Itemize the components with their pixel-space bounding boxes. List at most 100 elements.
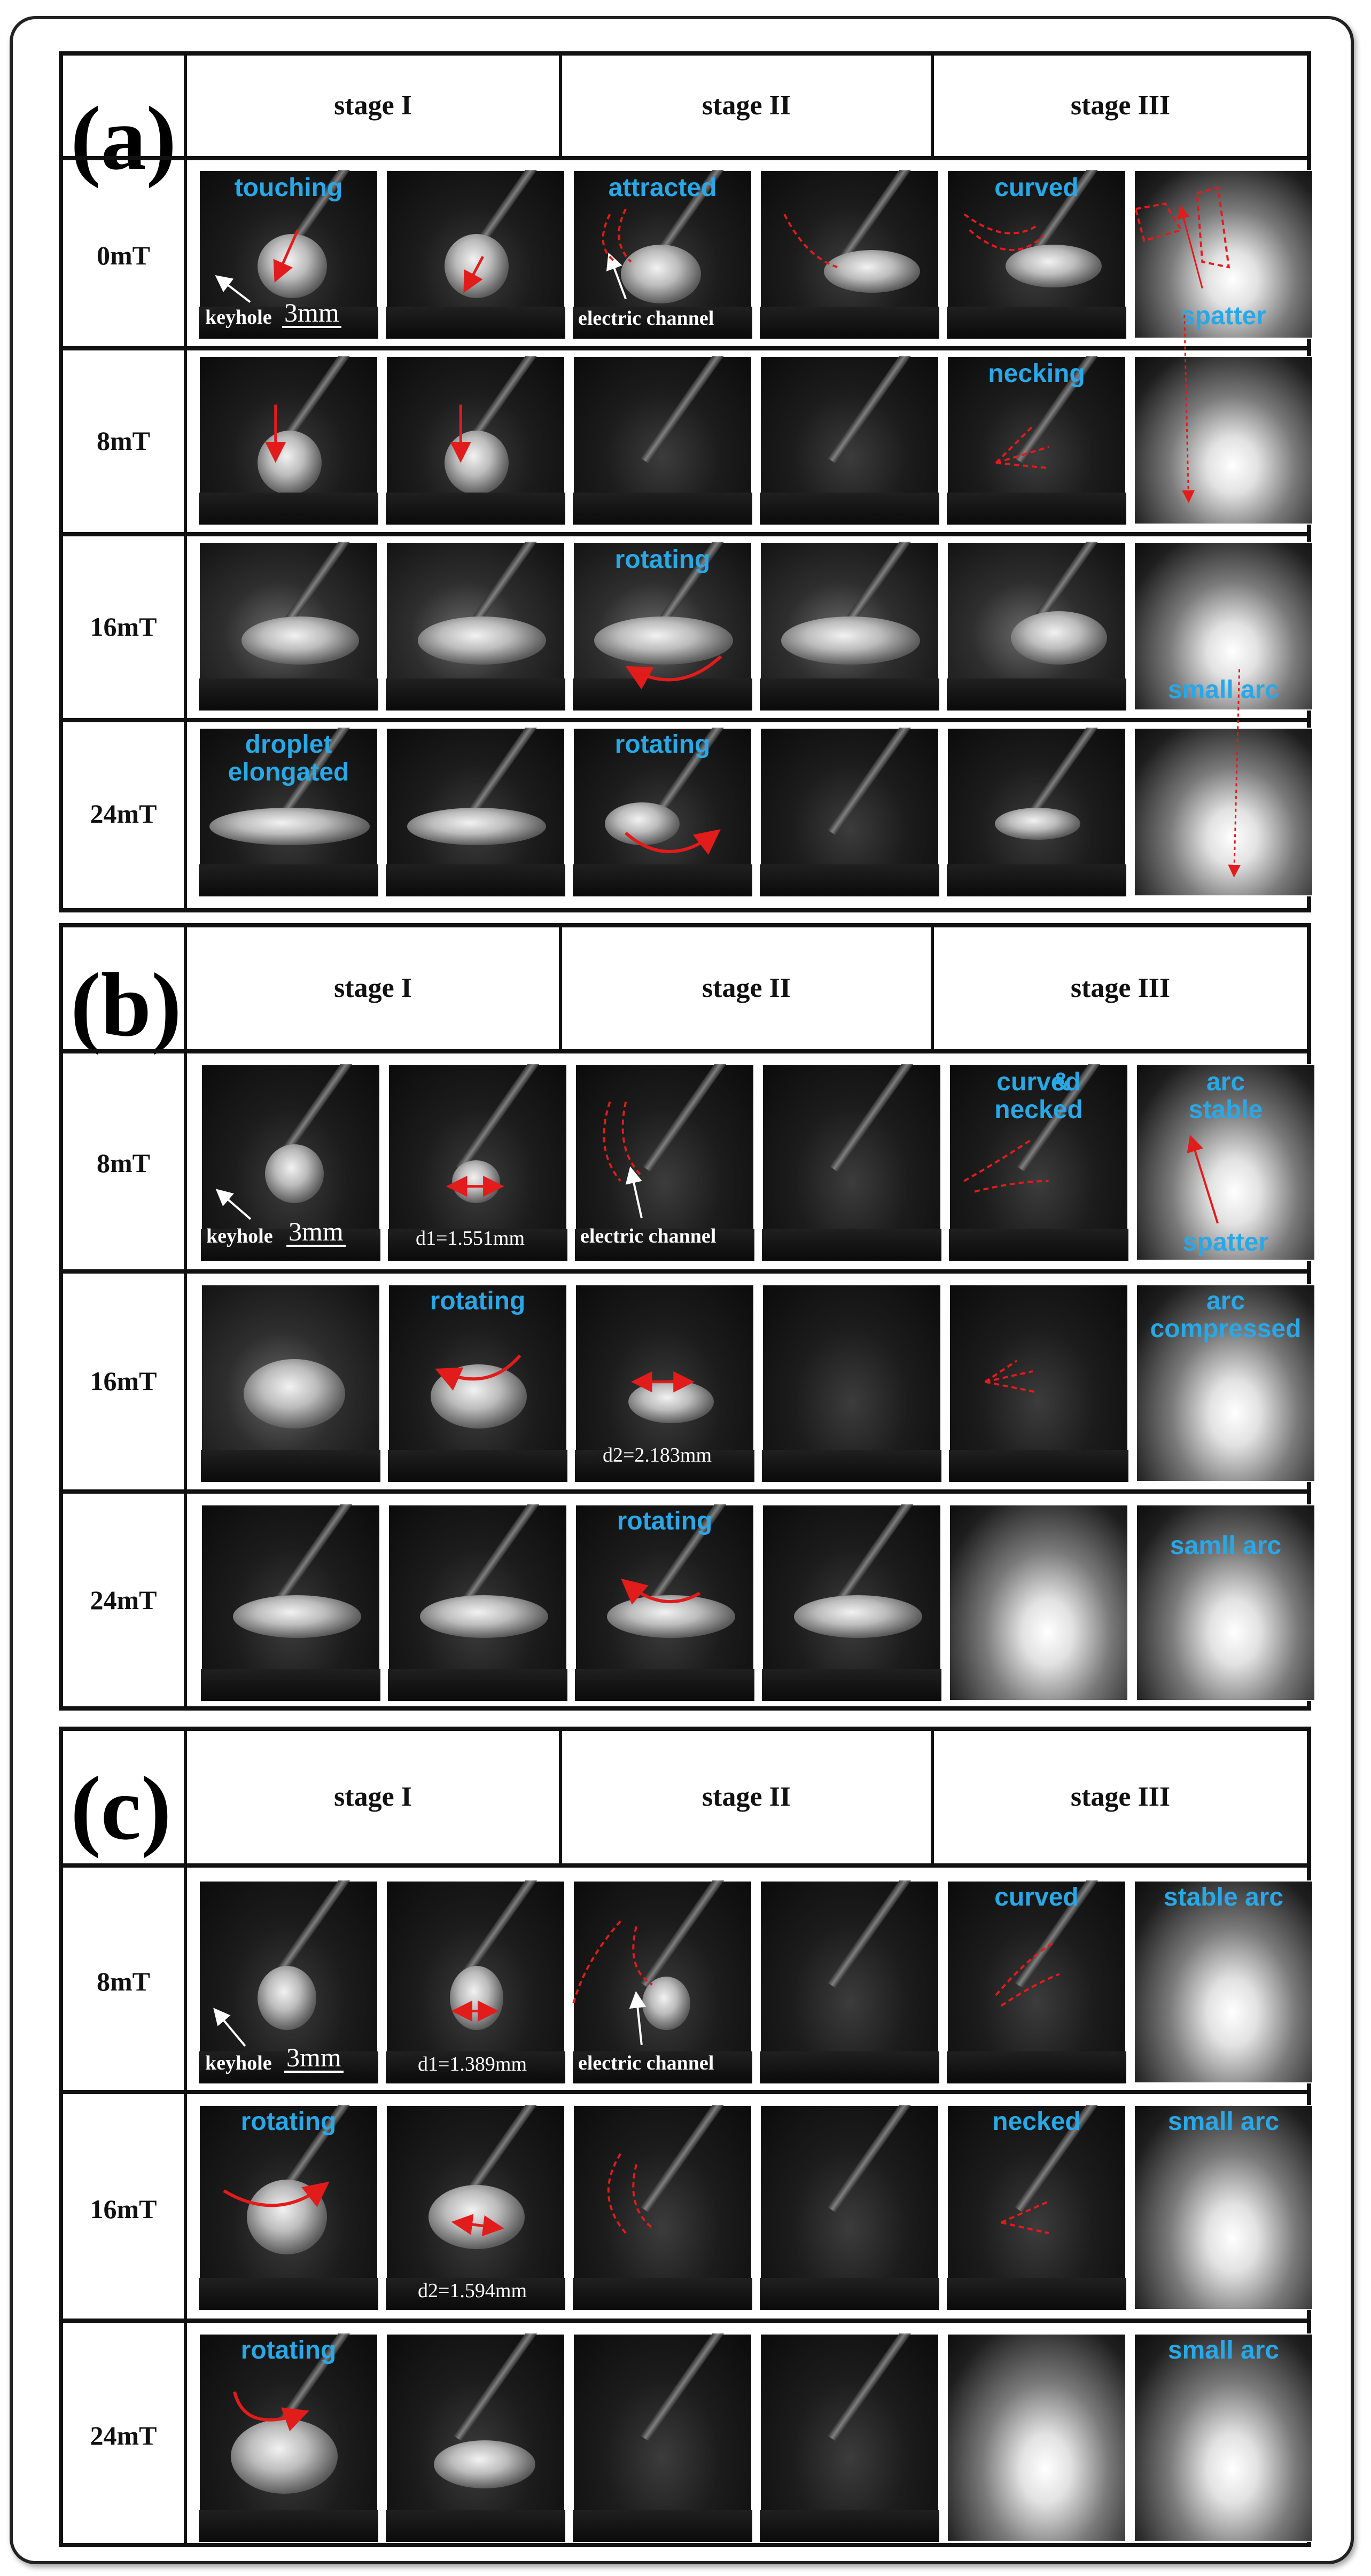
frame-image bbox=[1134, 542, 1313, 711]
label-d2: d2=2.183mm bbox=[603, 1444, 712, 1466]
frame-image bbox=[575, 1504, 754, 1701]
frame-image bbox=[1136, 1064, 1315, 1261]
row-label-24mT: 24mT bbox=[90, 799, 157, 829]
annotation-spatter: spatter bbox=[1180, 302, 1267, 330]
label-keyhole: keyhole bbox=[205, 306, 272, 329]
annotation-necked: necked bbox=[992, 2107, 1081, 2136]
annotation-arc: arc bbox=[1206, 1287, 1245, 1315]
label-keyhole: keyhole bbox=[206, 1225, 273, 1247]
panel-b: (b) stage I stage II stage III 8mT 16mT … bbox=[59, 923, 1315, 1711]
frame-image bbox=[201, 1064, 380, 1261]
frame-image bbox=[386, 2105, 565, 2310]
row-label-16mT: 16mT bbox=[90, 2194, 157, 2224]
label-keyhole: keyhole bbox=[205, 2052, 272, 2074]
annotation-curved: curved bbox=[994, 174, 1079, 202]
frame-image bbox=[386, 542, 565, 711]
frame-image bbox=[386, 356, 565, 525]
frame-image bbox=[947, 728, 1126, 896]
frame-image bbox=[199, 728, 378, 896]
annotation-small-arc: small arc bbox=[1167, 2107, 1280, 2136]
annotation-rotating: rotating bbox=[240, 2336, 337, 2364]
row-label-8mT: 8mT bbox=[97, 1966, 150, 1996]
annotation-necking: necking bbox=[988, 360, 1085, 388]
frame-image bbox=[573, 2333, 752, 2542]
frame-image bbox=[760, 2333, 939, 2542]
panel-c: (c) stage I stage II stage III 8mT 16mT … bbox=[59, 1727, 1313, 2547]
panel-a: (a) stage I stage II stage III 0mT 8mT 1… bbox=[59, 51, 1313, 912]
frame-image bbox=[947, 542, 1126, 711]
annotation-rotating: rotating bbox=[614, 730, 711, 759]
frame-image bbox=[1134, 2105, 1313, 2310]
row-label-8mT: 8mT bbox=[97, 1148, 150, 1178]
scale-bar: 3mm bbox=[284, 2044, 344, 2073]
frame-image bbox=[1134, 356, 1313, 525]
frame-image bbox=[573, 2105, 752, 2310]
scale-bar: 3mm bbox=[286, 1218, 346, 1247]
frame-image bbox=[762, 1064, 941, 1261]
frame-image bbox=[949, 1064, 1128, 1261]
frame-image bbox=[947, 170, 1126, 339]
row-label-0mT: 0mT bbox=[97, 240, 150, 270]
annotation-compressed: compressed bbox=[1150, 1315, 1302, 1343]
annotation-curved: curved bbox=[994, 1883, 1079, 1911]
frame-image bbox=[573, 356, 752, 525]
frame-image bbox=[201, 1284, 380, 1482]
annotation-samll-arc: samll arc bbox=[1170, 1532, 1282, 1560]
stage-1-label: stage I bbox=[334, 90, 412, 121]
stage-3-label: stage III bbox=[1070, 1782, 1171, 1812]
stage-3-label: stage III bbox=[1070, 973, 1171, 1003]
row-label-24mT: 24mT bbox=[90, 1585, 157, 1615]
annotation-attracted: attracted bbox=[608, 174, 717, 202]
annotation-spatter: spatter bbox=[1182, 1228, 1269, 1256]
row-label-8mT: 8mT bbox=[97, 426, 150, 456]
stage-1-label: stage I bbox=[334, 1782, 412, 1812]
label-d2: d2=1.594mm bbox=[418, 2280, 527, 2302]
frame-image bbox=[760, 170, 939, 339]
frame-image bbox=[760, 2105, 939, 2310]
frame-image bbox=[199, 1880, 378, 2083]
frame-image bbox=[760, 728, 939, 896]
frame-image bbox=[573, 542, 752, 711]
annotation-curved: curved bbox=[996, 1068, 1081, 1096]
annotation-touching: touching bbox=[234, 174, 343, 202]
stage-2-label: stage II bbox=[702, 90, 791, 121]
row-label-24mT: 24mT bbox=[90, 2421, 157, 2450]
frame-image bbox=[199, 2333, 378, 2542]
annotation-necked: necked bbox=[994, 1096, 1083, 1124]
frame-image bbox=[386, 728, 565, 896]
annotation-ampersand: & bbox=[1051, 1068, 1070, 1096]
frame-image bbox=[1136, 1284, 1315, 1482]
annotation-small-arc: small arc bbox=[1167, 676, 1280, 704]
panel-letter-a: (a) bbox=[71, 88, 177, 189]
panel-letter-c: (c) bbox=[71, 1758, 172, 1859]
frame-image bbox=[1134, 728, 1313, 896]
frame-image bbox=[949, 1504, 1128, 1701]
frame-image bbox=[201, 1504, 380, 1701]
row-label-16mT: 16mT bbox=[90, 612, 157, 642]
frame-image bbox=[762, 1284, 941, 1482]
panel-letter-b: (b) bbox=[71, 955, 182, 1055]
annotation-small-arc: small arc bbox=[1167, 2336, 1280, 2364]
panel-a-header: stage I stage II stage III bbox=[63, 56, 1307, 160]
annotation-stable-arc: stable arc bbox=[1163, 1883, 1284, 1911]
frame-image bbox=[199, 356, 378, 525]
frame-image bbox=[386, 170, 565, 339]
panel-b-header: stage I stage II stage III bbox=[63, 927, 1307, 1053]
frame-image bbox=[386, 1880, 565, 2083]
annotation-elongated: elongated bbox=[228, 758, 349, 786]
stage-2-label: stage II bbox=[702, 973, 791, 1003]
row-label-16mT: 16mT bbox=[90, 1366, 157, 1396]
label-d1: d1=1.389mm bbox=[418, 2053, 527, 2075]
frame-image bbox=[760, 356, 939, 525]
annotation-rotating: rotating bbox=[240, 2107, 337, 2136]
label-d1: d1=1.551mm bbox=[416, 1227, 525, 1250]
frame-image bbox=[388, 1064, 567, 1261]
frame-image bbox=[949, 1284, 1128, 1482]
frame-image bbox=[760, 542, 939, 711]
annotation-stable: stable bbox=[1188, 1096, 1263, 1124]
frame-image bbox=[388, 1504, 567, 1701]
stage-1-label: stage I bbox=[334, 973, 412, 1003]
frame-image bbox=[1134, 1880, 1313, 2083]
frame-image bbox=[1136, 1504, 1315, 1701]
annotation-droplet: droplet bbox=[245, 730, 332, 759]
